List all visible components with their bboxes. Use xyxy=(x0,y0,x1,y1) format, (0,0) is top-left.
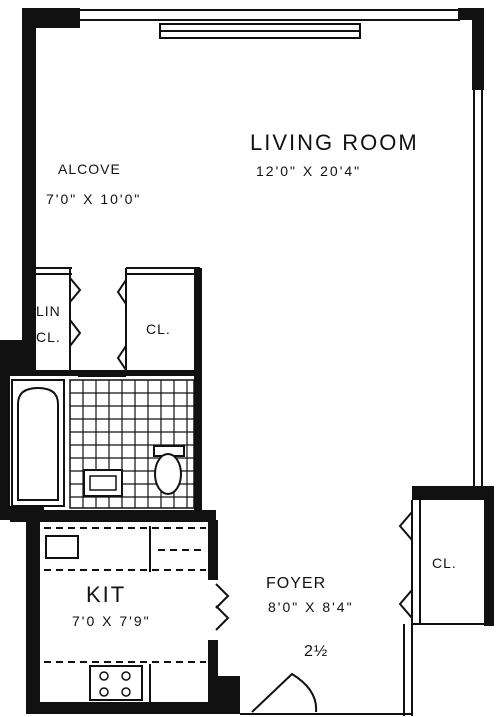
wall-kitchen-right-top xyxy=(208,520,218,580)
linen-closet-label-line2: CL. xyxy=(36,329,61,345)
kitchen-door-1 xyxy=(215,583,230,609)
wall-foyer-closet-top xyxy=(412,486,492,500)
burner-3 xyxy=(99,687,109,697)
burner-2 xyxy=(121,671,131,681)
entry-door-swing xyxy=(251,672,318,713)
alcove-label: ALCOVE xyxy=(58,161,121,177)
wall-kitchen-bottom xyxy=(26,702,236,714)
exterior-walls xyxy=(0,8,494,716)
wall-kitchen-right-low xyxy=(208,640,218,680)
kitchen-range xyxy=(89,665,143,701)
burner-4 xyxy=(121,687,131,697)
foyer-closet-door-2 xyxy=(398,589,413,619)
foyer-closet-door-1 xyxy=(398,511,413,541)
wall-entry-left xyxy=(208,676,240,714)
living-room-label: LIVING ROOM xyxy=(250,130,419,155)
labels: LIVING ROOM 12'0" X 20'4" ALCOVE 7'0" X … xyxy=(36,130,457,660)
burner-1 xyxy=(99,671,109,681)
kitchen-dims: 7'0 X 7'9" xyxy=(72,613,151,629)
foyer-label: FOYER xyxy=(266,575,326,592)
wall-bath-bottom xyxy=(10,510,216,522)
kitchen-door-2 xyxy=(215,605,230,631)
hall-closet-label: CL. xyxy=(146,321,171,337)
wall-left-bump-top xyxy=(0,340,36,370)
kitchen-label: KIT xyxy=(86,582,126,607)
wall-top-left xyxy=(22,8,80,28)
foyer-closet-label: CL. xyxy=(432,555,457,571)
toilet-bowl xyxy=(154,453,182,495)
linen-closet-label-line1: LIN xyxy=(36,303,61,319)
wall-left-bump xyxy=(0,368,10,518)
living-room-dims: 12'0" X 20'4" xyxy=(256,163,361,179)
foyer-fixtures xyxy=(251,511,413,713)
wall-kitchen-left xyxy=(26,520,40,708)
bath-top-wall xyxy=(10,370,202,376)
bath-sink-basin xyxy=(89,475,117,491)
kitchen xyxy=(44,526,230,702)
linen-door-1 xyxy=(69,277,82,303)
wall-left-upper xyxy=(22,8,36,340)
bathtub-basin xyxy=(17,386,59,501)
foyer-dims: 8'0" X 8'4" xyxy=(268,599,354,615)
wall-right-upper xyxy=(472,8,484,90)
bath-closet-right-wall xyxy=(194,268,202,518)
bathroom xyxy=(11,379,195,509)
wall-foyer-closet-right xyxy=(484,486,494,626)
closet-door-1 xyxy=(116,279,127,305)
entry-marker: 2½ xyxy=(304,643,328,660)
kitchen-sink xyxy=(45,535,79,559)
alcove-dims: 7'0" X 10'0" xyxy=(46,191,141,207)
closet-door-2 xyxy=(116,345,127,371)
linen-door-2 xyxy=(69,319,82,347)
